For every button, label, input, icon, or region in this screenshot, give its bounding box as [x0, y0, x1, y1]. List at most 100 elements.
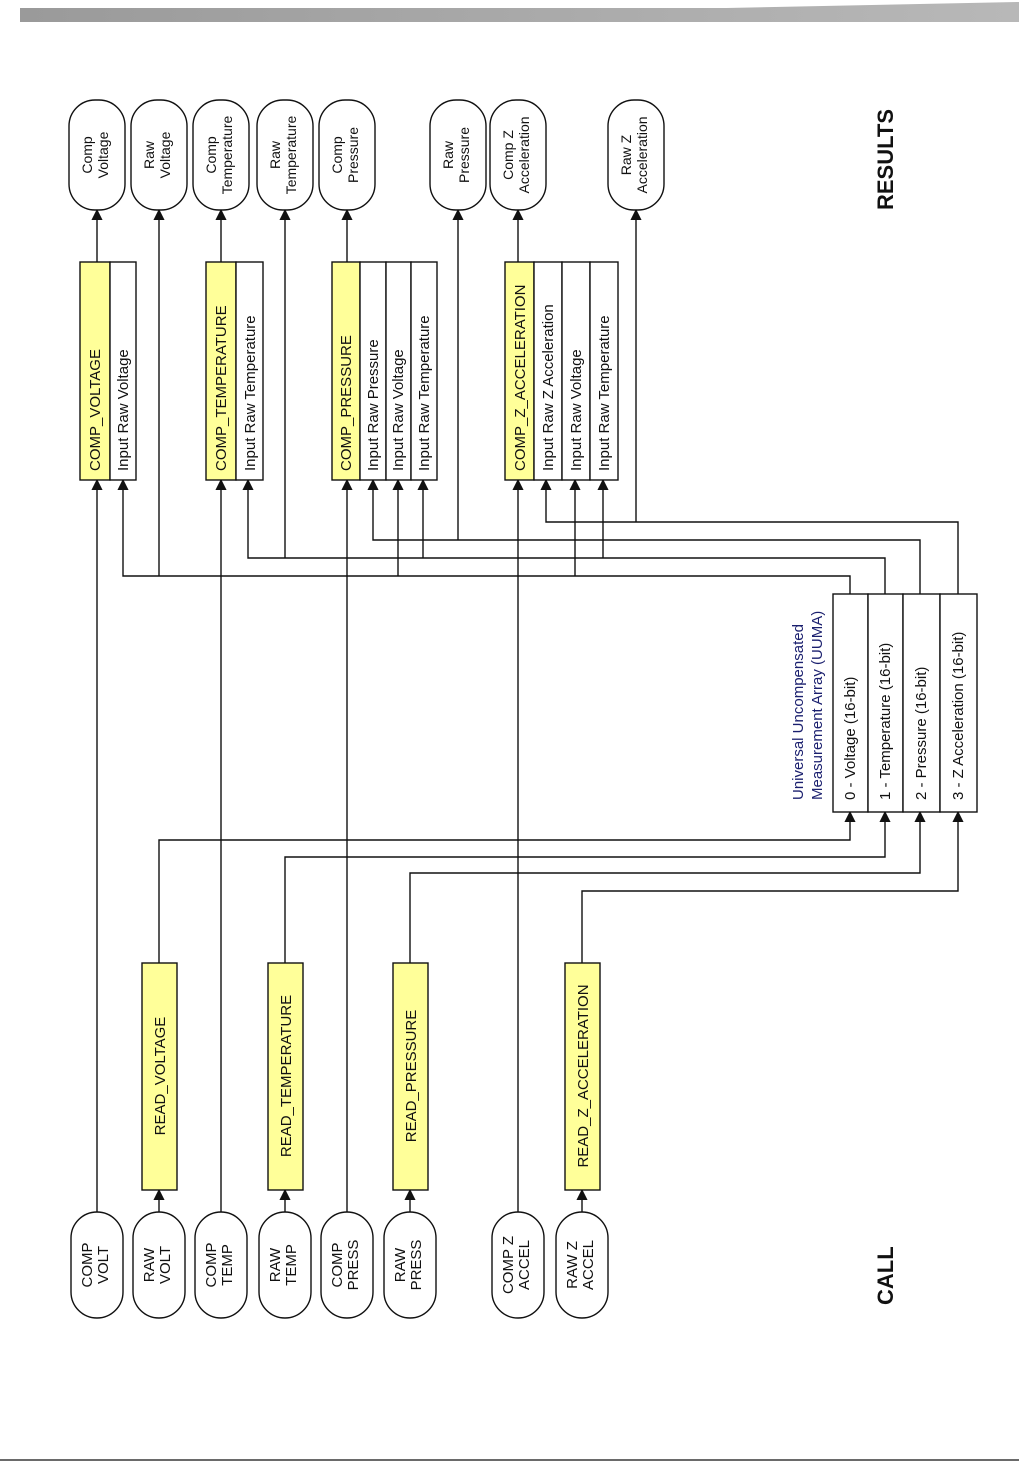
svg-text:TEMP: TEMP [283, 1244, 300, 1286]
uuma-array: Universal Uncompensated Measurement Arra… [790, 593, 978, 813]
svg-text:READ_PRESSURE: READ_PRESSURE [403, 1010, 420, 1143]
svg-text:Voltage: Voltage [157, 131, 173, 178]
uuma-row-temperature[interactable]: 1 - Temperature (16-bit) [867, 593, 904, 813]
svg-text:Comp: Comp [329, 136, 345, 174]
comp-acceleration-input-1: Input Raw Voltage [568, 349, 585, 471]
comp-acceleration-box[interactable]: COMP_Z_ACCELERATION Input Raw Z Accelera… [504, 261, 619, 481]
comp-pressure-input-2: Input Raw Temperature [416, 315, 433, 471]
result-comp-voltage[interactable]: Comp Voltage [68, 99, 126, 211]
svg-text:Raw: Raw [267, 140, 283, 169]
svg-text:Comp: Comp [79, 136, 95, 174]
svg-text:ACCEL: ACCEL [516, 1240, 533, 1290]
wire-read-temperature [284, 810, 891, 963]
comp-voltage-input-0: Input Raw Voltage [115, 349, 132, 471]
svg-text:Acceleration: Acceleration [634, 116, 650, 193]
wire-uuma-voltage [117, 478, 851, 594]
call-raw-volt[interactable]: RAW VOLT [132, 1211, 186, 1319]
wires [91, 208, 964, 1212]
read-acceleration-box[interactable]: READ_Z_ACCELERATION [564, 962, 601, 1191]
wire-uuma-temperature [242, 478, 886, 594]
svg-text:Raw: Raw [440, 140, 456, 169]
svg-text:PRESS: PRESS [345, 1240, 362, 1291]
svg-text:Comp Z: Comp Z [500, 130, 516, 180]
svg-text:Comp: Comp [203, 136, 219, 174]
svg-text:PRESS: PRESS [408, 1240, 425, 1291]
svg-text:COMP: COMP [203, 1243, 220, 1288]
read-functions: READ_VOLTAGE READ_TEMPERATURE READ_PRESS… [141, 962, 601, 1191]
call-comp-temp[interactable]: COMP TEMP [194, 1211, 248, 1319]
svg-text:3 - Z Acceleration (16-bit): 3 - Z Acceleration (16-bit) [950, 632, 967, 800]
header-band-base [20, 8, 1019, 22]
svg-text:READ_TEMPERATURE: READ_TEMPERATURE [278, 995, 295, 1157]
comp-pressure-box[interactable]: COMP_PRESSURE Input Raw Pressure Input R… [331, 261, 438, 481]
result-comp-pressure[interactable]: Comp Pressure [318, 99, 376, 211]
label-results: RESULTS [873, 109, 898, 210]
call-ovals: COMP VOLT RAW VOLT COMP TEMP RAW TEMP CO… [70, 1211, 609, 1319]
result-raw-temperature[interactable]: Raw Temperature [256, 99, 314, 211]
svg-text:Raw: Raw [141, 140, 157, 169]
uuma-title-line-2: Measurement Array (UUMA) [809, 611, 826, 800]
svg-text:Voltage: Voltage [95, 131, 111, 178]
svg-text:ACCEL: ACCEL [580, 1240, 597, 1290]
call-raw-temp[interactable]: RAW TEMP [258, 1211, 312, 1319]
svg-text:2 - Pressure (16-bit): 2 - Pressure (16-bit) [913, 667, 930, 800]
svg-text:TEMP: TEMP [219, 1244, 236, 1286]
call-raw-press[interactable]: RAW PRESS [383, 1211, 437, 1319]
svg-text:Pressure: Pressure [345, 127, 361, 183]
svg-text:Pressure: Pressure [456, 127, 472, 183]
uuma-title-line-1: Universal Uncompensated [790, 624, 807, 800]
svg-text:Temperature: Temperature [283, 115, 299, 194]
wire-uuma-acceleration [540, 478, 959, 594]
svg-text:Raw Z: Raw Z [618, 134, 634, 175]
comp-pressure-input-1: Input Raw Voltage [390, 349, 407, 471]
svg-text:RAW Z: RAW Z [564, 1241, 581, 1289]
wire-read-voltage [158, 810, 856, 963]
read-temperature-box[interactable]: READ_TEMPERATURE [267, 962, 304, 1191]
call-comp-accel[interactable]: COMP Z ACCEL [491, 1211, 545, 1319]
svg-text:READ_VOLTAGE: READ_VOLTAGE [152, 1017, 169, 1136]
svg-text:VOLT: VOLT [95, 1246, 112, 1284]
comp-pressure-title: COMP_PRESSURE [338, 335, 355, 471]
uuma-row-pressure[interactable]: 2 - Pressure (16-bit) [902, 593, 941, 813]
comp-temperature-input-0: Input Raw Temperature [242, 315, 259, 471]
call-raw-accel[interactable]: RAW Z ACCEL [555, 1211, 609, 1319]
comp-voltage-title: COMP_VOLTAGE [87, 349, 104, 471]
svg-text:VOLT: VOLT [157, 1246, 174, 1284]
svg-text:1 - Temperature (16-bit): 1 - Temperature (16-bit) [877, 643, 894, 800]
comp-acceleration-title: COMP_Z_ACCELERATION [512, 285, 529, 471]
svg-text:0 - Voltage (16-bit): 0 - Voltage (16-bit) [842, 677, 859, 800]
comp-voltage-box[interactable]: COMP_VOLTAGE Input Raw Voltage [79, 261, 137, 481]
svg-text:Acceleration: Acceleration [516, 116, 532, 193]
result-raw-voltage[interactable]: Raw Voltage [130, 99, 188, 211]
wire-read-pressure [409, 810, 926, 963]
svg-text:RAW: RAW [267, 1247, 284, 1282]
label-call: CALL [873, 1246, 898, 1305]
result-comp-acceleration[interactable]: Comp Z Acceleration [489, 99, 547, 211]
svg-text:RAW: RAW [392, 1247, 409, 1282]
comp-temperature-box[interactable]: COMP_TEMPERATURE Input Raw Temperature [205, 261, 264, 481]
svg-text:COMP: COMP [79, 1243, 96, 1288]
comp-acceleration-input-2: Input Raw Temperature [596, 315, 613, 471]
svg-text:RAW: RAW [141, 1247, 158, 1282]
svg-text:Temperature: Temperature [219, 115, 235, 194]
svg-text:COMP: COMP [329, 1243, 346, 1288]
svg-text:COMP Z: COMP Z [500, 1236, 517, 1294]
result-ovals: Comp Voltage Raw Voltage Comp Temperatur… [68, 99, 665, 211]
svg-text:READ_Z_ACCELERATION: READ_Z_ACCELERATION [575, 984, 592, 1167]
wire-uuma-pressure [367, 478, 921, 594]
uuma-row-voltage[interactable]: 0 - Voltage (16-bit) [832, 593, 869, 813]
uuma-row-acceleration[interactable]: 3 - Z Acceleration (16-bit) [939, 593, 978, 813]
read-voltage-box[interactable]: READ_VOLTAGE [141, 962, 178, 1191]
comp-acceleration-input-0: Input Raw Z Acceleration [540, 304, 557, 471]
comp-functions: COMP_VOLTAGE Input Raw Voltage COMP_TEMP… [79, 261, 619, 481]
comp-pressure-input-0: Input Raw Pressure [365, 339, 382, 471]
result-comp-temperature[interactable]: Comp Temperature [192, 99, 250, 211]
result-raw-pressure[interactable]: Raw Pressure [429, 99, 487, 211]
call-comp-press[interactable]: COMP PRESS [320, 1211, 374, 1319]
wire-read-acceleration [581, 810, 964, 963]
read-pressure-box[interactable]: READ_PRESSURE [392, 962, 429, 1191]
call-comp-volt[interactable]: COMP VOLT [70, 1211, 124, 1319]
comp-temperature-title: COMP_TEMPERATURE [213, 305, 230, 471]
result-raw-acceleration[interactable]: Raw Z Acceleration [607, 99, 665, 211]
